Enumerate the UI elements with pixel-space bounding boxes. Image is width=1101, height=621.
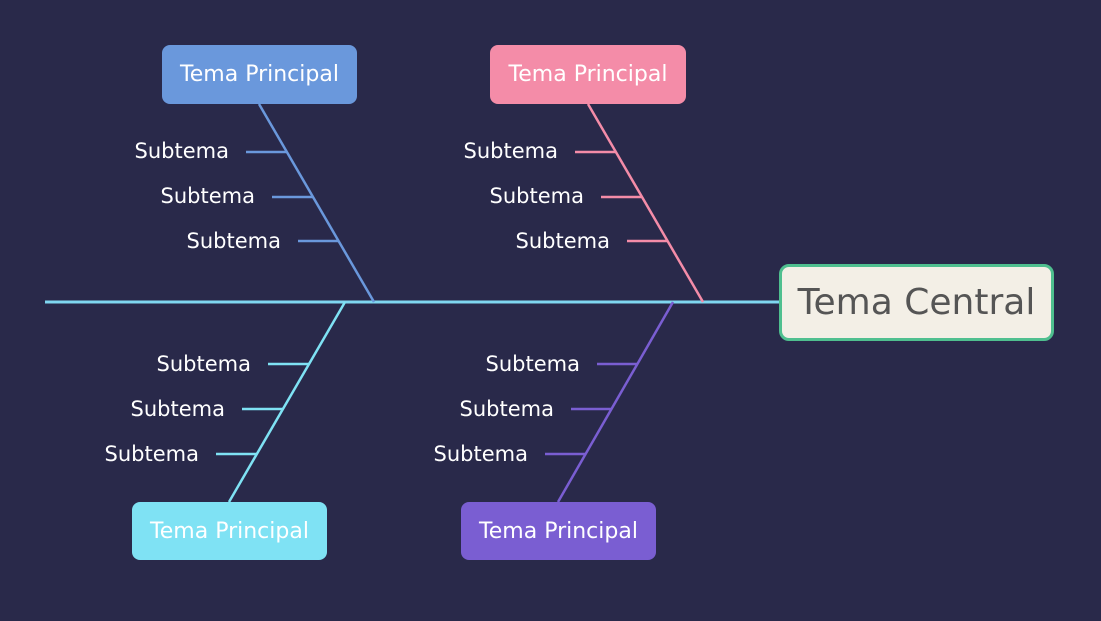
subtopic-4-3[interactable]: Subtema [433, 442, 528, 466]
main-topic-4[interactable]: Tema Principal [461, 502, 656, 560]
central-topic[interactable]: Tema Central [779, 264, 1054, 341]
main-topic-2[interactable]: Tema Principal [490, 45, 686, 104]
main-topic-1[interactable]: Tema Principal [162, 45, 357, 104]
branch-2-lines [575, 103, 705, 303]
branch-1-lines [246, 103, 376, 303]
branch-4-bone [556, 301, 675, 503]
subtopic-2-1[interactable]: Subtema [463, 139, 558, 163]
branch-4-lines [545, 301, 675, 503]
subtopic-2-3[interactable]: Subtema [515, 229, 610, 253]
main-topic-3[interactable]: Tema Principal [132, 502, 327, 560]
subtopic-3-1[interactable]: Subtema [156, 352, 251, 376]
subtopic-3-2[interactable]: Subtema [130, 397, 225, 421]
subtopic-1-2[interactable]: Subtema [160, 184, 255, 208]
subtopic-1-1[interactable]: Subtema [134, 139, 229, 163]
subtopic-2-2[interactable]: Subtema [489, 184, 584, 208]
subtopic-4-1[interactable]: Subtema [485, 352, 580, 376]
branch-3-lines [216, 301, 347, 503]
subtopic-3-3[interactable]: Subtema [104, 442, 199, 466]
subtopic-1-3[interactable]: Subtema [186, 229, 281, 253]
branch-2-bone [586, 103, 705, 303]
subtopic-4-2[interactable]: Subtema [459, 397, 554, 421]
branch-1-bone [257, 103, 376, 303]
branch-3-bone [227, 301, 347, 503]
